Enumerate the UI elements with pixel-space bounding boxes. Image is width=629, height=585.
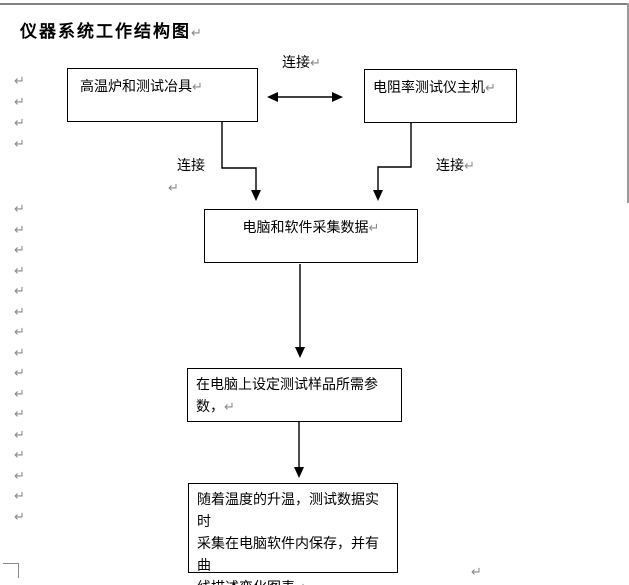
paragraph-mark: ↵ — [14, 283, 25, 298]
paragraph-mark: ↵ — [14, 508, 25, 524]
paragraph-mark: ↵ — [14, 262, 25, 278]
paragraph-mark: ↵ — [368, 220, 380, 235]
paragraph-mark: ↵ — [14, 488, 25, 503]
paragraph-mark: ↵ — [14, 201, 25, 216]
paragraph-mark: ↵ — [310, 55, 321, 70]
paragraph-mark: ↵ — [14, 115, 25, 130]
arrow-computer-params — [295, 264, 305, 358]
paragraph-mark: ↵ — [14, 447, 25, 462]
page-right-border — [627, 3, 629, 203]
paragraph-mark: ↵ — [192, 79, 203, 94]
connector-furnace-computer — [221, 122, 261, 201]
paragraph-mark: ↵ — [14, 344, 25, 360]
box-params-label: 在电脑上设定测试样品所需参数， — [196, 376, 378, 414]
flowchart-box-computer: 电脑和软件采集数据↵ — [204, 209, 418, 263]
paragraph-mark: ↵ — [14, 136, 25, 151]
paragraph-mark: ↵ — [485, 80, 496, 95]
paragraph-mark: ↵ — [295, 580, 306, 585]
paragraph-mark: ↵ — [14, 385, 25, 401]
paragraph-mark: ↵ — [14, 303, 25, 319]
label-connect-top-text: 连接 — [282, 54, 310, 70]
paragraph-mark: ↵ — [471, 564, 482, 579]
label-connect-top: 连接↵ — [282, 53, 321, 72]
paragraph-mark: ↵ — [14, 73, 25, 88]
label-connect-right-text: 连接 — [436, 157, 464, 173]
flowchart-box-tester: 电阻率测试仪主机↵ — [364, 69, 517, 123]
arrow-params-record — [294, 422, 304, 478]
text-boundary-corner — [3, 563, 19, 578]
link-furnace-tester-double-arrow — [267, 92, 343, 102]
paragraph-mark: ↵ — [14, 406, 25, 421]
connector-tester-computer — [373, 123, 412, 201]
page-title: 仪器系统工作结构图↵ — [20, 17, 202, 42]
paragraph-mark: ↵ — [14, 365, 25, 380]
paragraph-mark: ↵ — [14, 94, 25, 109]
box-tester-label: 电阻率测试仪主机 — [373, 79, 485, 95]
paragraph-mark: ↵ — [191, 25, 202, 40]
paragraph-mark: ↵ — [14, 242, 25, 257]
paragraph-mark: ↵ — [168, 180, 179, 195]
flowchart-box-params: 在电脑上设定测试样品所需参数，↵ — [187, 368, 402, 422]
paragraph-mark: ↵ — [14, 221, 25, 237]
label-connect-left-text: 连接 — [177, 157, 205, 173]
box-furnace-label: 高温炉和测试冶具 — [80, 78, 192, 94]
paragraph-mark: ↵ — [14, 426, 25, 442]
label-connect-left: 连接 — [177, 156, 205, 174]
page-top-border — [0, 3, 629, 5]
paragraph-mark: ↵ — [14, 467, 25, 483]
label-connect-right: 连接↵ — [436, 156, 475, 175]
box-computer-label: 电脑和软件采集数据 — [242, 219, 369, 235]
flowchart-box-furnace: 高温炉和测试冶具↵ — [67, 68, 258, 122]
paragraph-mark: ↵ — [464, 158, 475, 173]
page-title-text: 仪器系统工作结构图 — [20, 22, 191, 41]
paragraph-mark: ↵ — [224, 399, 235, 414]
paragraph-mark: ↵ — [14, 324, 25, 339]
